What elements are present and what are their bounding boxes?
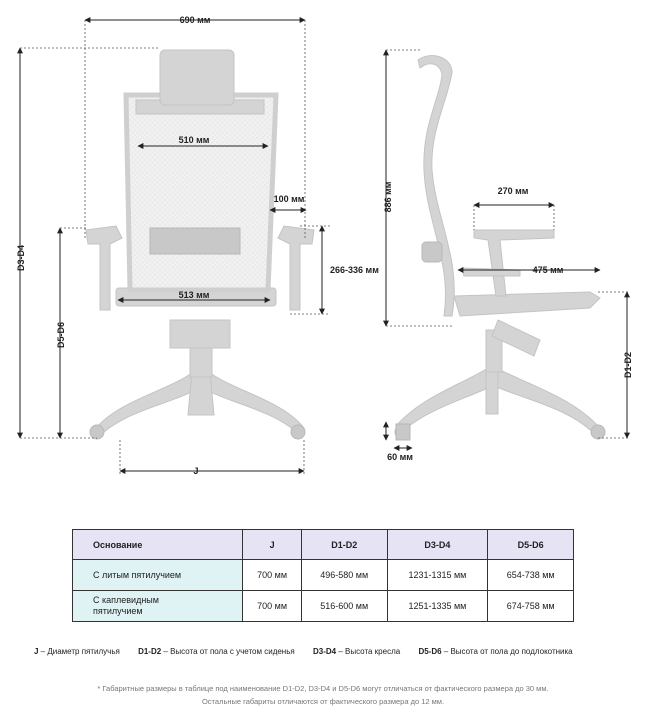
front-armrest-right	[277, 225, 315, 311]
spec-table: Основание J D1-D2 D3-D4 D5-D6 С литым пя…	[71, 529, 574, 622]
base-name-line1: С литым пятилучием	[93, 569, 182, 580]
front-view-chair	[85, 49, 315, 440]
side-backrest-profile	[417, 55, 455, 317]
side-base-front-leg	[395, 367, 493, 431]
table-cell-d1d2: 496-580 мм	[300, 559, 388, 591]
side-armrest	[473, 229, 555, 297]
front-armrest-left	[85, 225, 123, 311]
side-dimensions: 886 мм 270 мм 475 мм D1-D2 60 мм	[383, 49, 633, 462]
dim-total-886: 886 мм	[383, 181, 393, 212]
table-cell-d3d4: 1231-1315 мм	[386, 559, 489, 591]
dim-label-d1d2: D1-D2	[623, 352, 633, 378]
side-base-back-leg	[493, 367, 599, 431]
side-tilt-lever	[491, 319, 541, 357]
table-header-base: Основание	[71, 529, 244, 560]
table-header-j: J	[242, 529, 302, 560]
footnote-line1: * Габаритные размеры в таблице под наиме…	[97, 684, 549, 693]
front-lumbar-support	[149, 227, 241, 255]
table-cell-base: С литым пятилучием	[71, 559, 244, 591]
legend-item-j: J – Диаметр пятилучья	[34, 647, 120, 656]
table-row: С каплевидным пятилучием 700 мм 516-600 …	[71, 590, 574, 622]
legend: J – Диаметр пятилучья D1-D2 – Высота от …	[34, 647, 634, 656]
dim-armrest-100: 100 мм	[274, 194, 305, 204]
table-cell-d5d6: 674-758 мм	[487, 590, 574, 622]
side-armrest-bracket	[461, 267, 521, 277]
dim-seat-depth-475: 475 мм	[533, 265, 564, 275]
front-base-right-leg	[206, 371, 305, 433]
front-mechanism	[169, 319, 231, 349]
front-dimensions: 690 мм 510 мм 100 мм 266-336 мм 513 мм D…	[16, 15, 379, 476]
dim-backrest-510: 510 мм	[179, 135, 210, 145]
table-header-row: Основание J D1-D2 D3-D4 D5-D6	[71, 529, 574, 560]
table-cell-d5d6: 654-738 мм	[487, 559, 574, 591]
legend-item-d1d2: D1-D2 – Высота от пола с учетом сиденья	[138, 647, 295, 656]
side-base-center-leg	[485, 369, 499, 415]
dim-armrest-270: 270 мм	[498, 186, 529, 196]
front-caster-left	[89, 424, 105, 440]
table-cell-j: 700 мм	[242, 559, 302, 591]
front-caster-right	[290, 424, 306, 440]
front-backrest	[123, 92, 279, 293]
footnotes: * Габаритные размеры в таблице под наиме…	[0, 682, 646, 708]
dim-width-690: 690 мм	[180, 15, 211, 25]
front-headrest	[159, 49, 235, 106]
dim-seat-513: 513 мм	[179, 290, 210, 300]
front-base-center-leg	[187, 371, 215, 416]
side-caster-right	[590, 424, 606, 440]
front-base-left-leg	[95, 371, 196, 433]
base-name-line2: пятилучием	[93, 606, 143, 616]
table-header-d1d2: D1-D2	[300, 529, 388, 560]
side-view-chair	[394, 55, 606, 441]
base-name-line1: С каплевидным	[93, 595, 159, 605]
table-header-d5d6: D5-D6	[487, 529, 574, 560]
front-gas-lift	[189, 344, 213, 378]
legend-item-d3d4: D3-D4 – Высота кресла	[312, 647, 401, 656]
side-lumbar-knob	[421, 241, 443, 263]
dim-caster-60: 60 мм	[387, 452, 413, 462]
table-cell-d3d4: 1251-1335 мм	[386, 590, 489, 622]
dim-label-d3d4: D3-D4	[16, 245, 26, 271]
dim-armrest-height: 266-336 мм	[330, 265, 379, 275]
dim-label-d5d6: D5-D6	[56, 322, 66, 348]
table-cell-base: С каплевидным пятилучием	[71, 590, 244, 622]
side-seat	[453, 291, 601, 317]
chair-dimension-diagram: 690 мм 510 мм 100 мм 266-336 мм 513 мм D…	[16, 15, 633, 476]
legend-item-d5d6: D5-D6 – Высота от пола до подлокотника	[418, 647, 573, 656]
table-cell-d1d2: 516-600 мм	[300, 590, 388, 622]
footnote-line2: Остальные габариты отличаются от фактиче…	[201, 697, 445, 706]
dim-base-j: J	[193, 466, 198, 476]
table-header-d3d4: D3-D4	[386, 529, 489, 560]
table-cell-j: 700 мм	[242, 590, 302, 622]
table-row: С литым пятилучием 700 мм 496-580 мм 123…	[71, 559, 574, 591]
side-caster-profile	[395, 423, 411, 441]
